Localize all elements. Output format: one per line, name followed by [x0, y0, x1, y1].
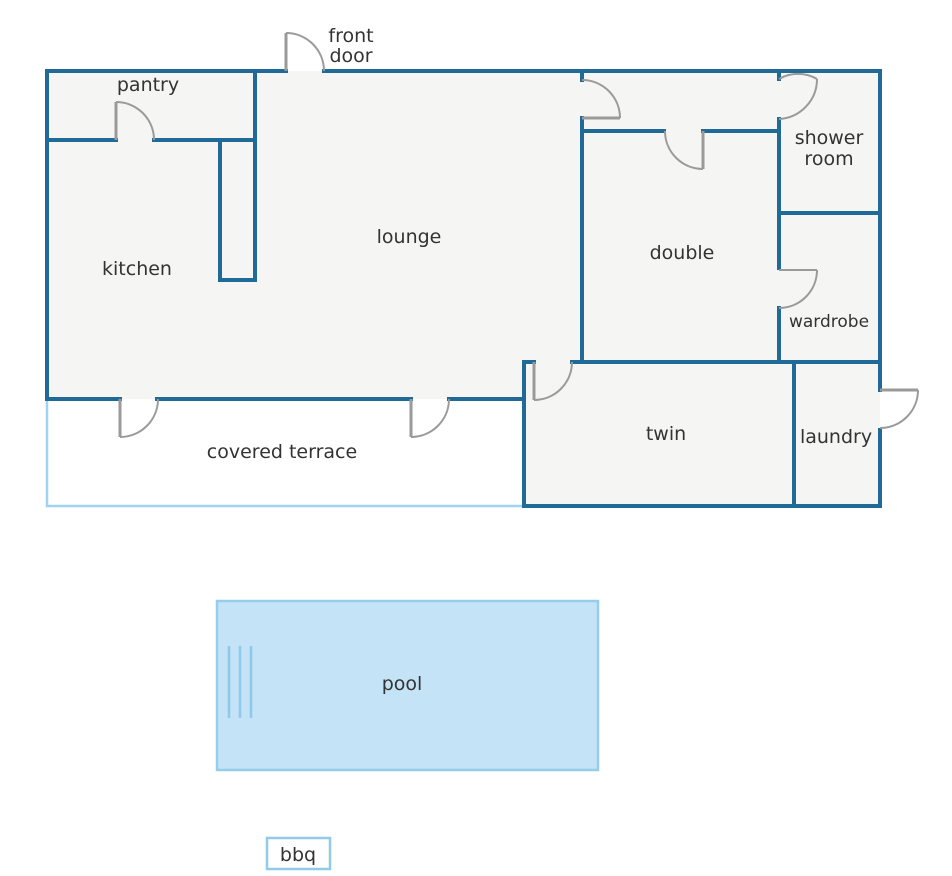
house-floor: [47, 71, 880, 399]
shower-room-label-line2: room: [804, 148, 853, 170]
laundry-door: [879, 388, 919, 429]
pool: [215, 599, 600, 772]
pool-steps: [227, 646, 253, 718]
room-fills: [47, 71, 880, 506]
kitchen-terrace-door: [118, 398, 159, 438]
shower-room-label-line1: shower: [795, 127, 864, 149]
kitchen-counter: [218, 138, 257, 282]
front-door-label-line2: door: [329, 45, 372, 67]
pantry-label: pantry: [117, 74, 179, 96]
kitchen-label: kitchen: [102, 258, 172, 280]
twin-door: [532, 361, 573, 401]
lounge-label: lounge: [377, 226, 442, 248]
bbq-label: bbq: [280, 844, 316, 866]
twin-label: twin: [646, 423, 686, 445]
pool-basin: [215, 599, 600, 772]
lounge-terrace-door: [409, 398, 450, 438]
laundry-label: laundry: [800, 426, 872, 448]
shower-door: [778, 72, 819, 120]
walls: [45, 69, 882, 508]
pantry-door: [114, 101, 155, 141]
pool-label: pool: [382, 673, 423, 695]
double-label: double: [650, 242, 715, 264]
exterior-wall: [45, 69, 882, 508]
bedroom-wing-floor: [524, 362, 880, 506]
bbq-box: [265, 836, 332, 871]
doors: [114, 32, 919, 438]
double-door: [664, 130, 705, 170]
wardrobe-door: [778, 269, 818, 309]
front-door-label-line1: front: [328, 25, 373, 47]
front-door: [284, 32, 325, 72]
hall-door: [581, 79, 621, 120]
covered-terrace-label: covered terrace: [207, 441, 357, 463]
covered-terrace-outline: [45, 399, 524, 508]
wardrobe-label: wardrobe: [789, 312, 869, 332]
room-labels: front door pantry kitchen lounge double …: [102, 25, 872, 866]
